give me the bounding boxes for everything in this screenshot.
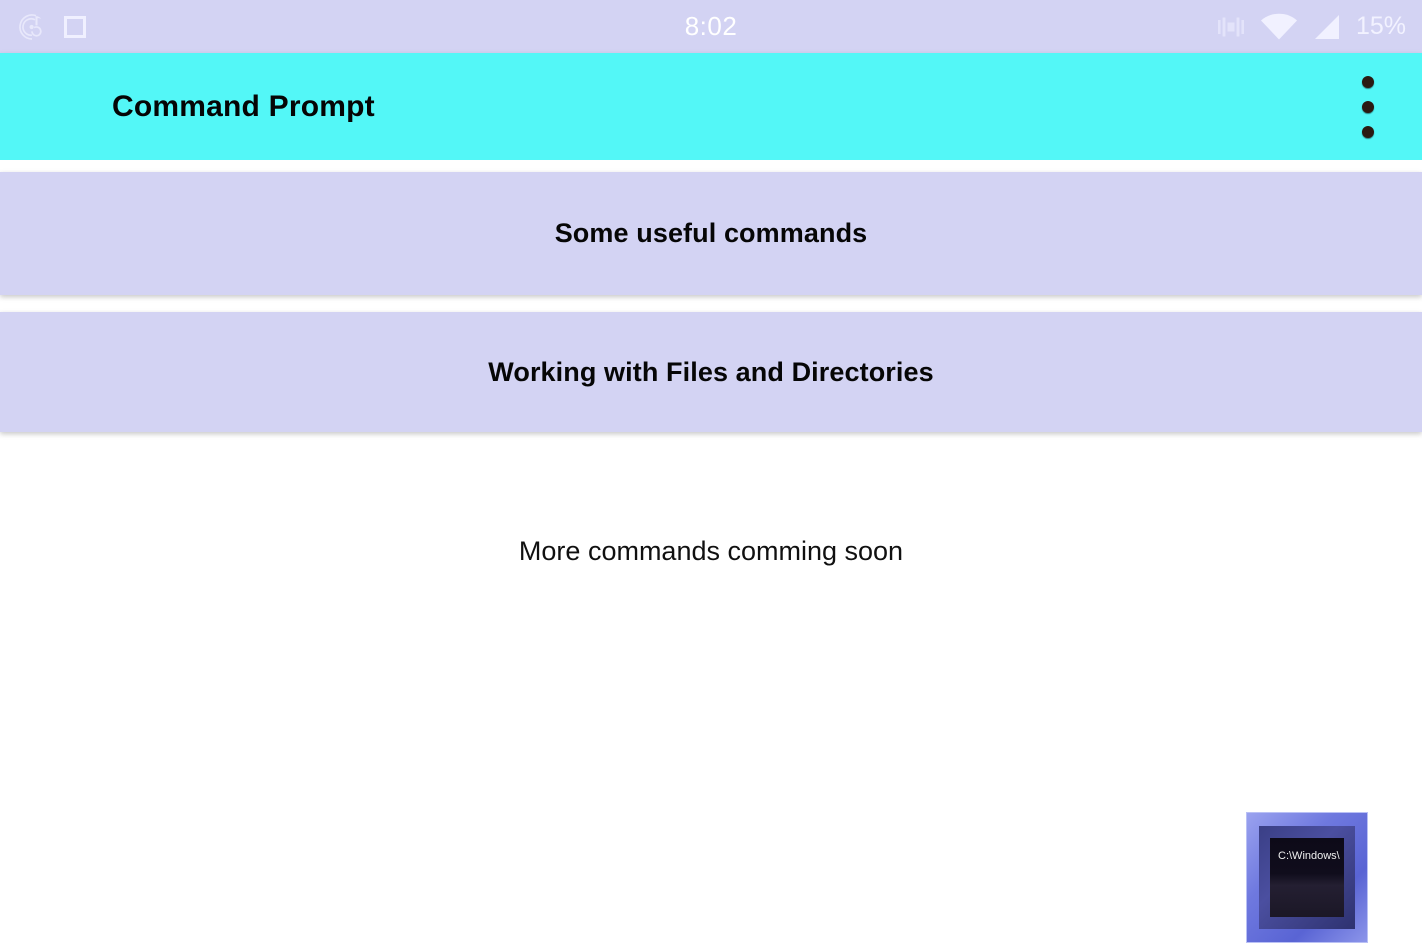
status-bar-left-icons — [18, 12, 90, 42]
category-card-label: Some useful commands — [554, 218, 868, 248]
battery-percentage-label: 15% — [1355, 12, 1406, 40]
wifi-icon — [1260, 13, 1298, 41]
page-title: Command Prompt — [112, 89, 375, 123]
category-card-files-and-directories[interactable]: Working with Files and Directories — [0, 312, 1422, 432]
category-card-useful-commands[interactable]: Some useful commands — [0, 172, 1422, 295]
music-note-vinyl-icon — [18, 12, 48, 42]
app-bar: Command Prompt — [0, 53, 1422, 160]
status-bar-right-icons: 15% — [1216, 0, 1406, 53]
category-card-label: Working with Files and Directories — [488, 356, 934, 387]
status-bar-clock: 8:02 — [684, 11, 738, 41]
more-options-icon[interactable] — [1358, 72, 1378, 142]
stop-square-icon — [60, 12, 90, 42]
vibrate-mode-icon — [1216, 13, 1246, 41]
cellular-signal-icon — [1312, 13, 1342, 41]
more-options-dot — [1362, 125, 1374, 138]
main-content: Some useful commands Working with Files … — [0, 160, 1422, 943]
more-options-dot — [1362, 100, 1374, 113]
command-prompt-icon: C:\Windows\ — [1246, 812, 1368, 943]
more-options-dot — [1362, 75, 1374, 88]
status-bar: 8:02 15% — [0, 0, 1422, 53]
command-prompt-icon-screen: C:\Windows\ — [1270, 838, 1344, 917]
coming-soon-note: More commands comming soon — [518, 536, 904, 566]
command-prompt-icon-path-text: C:\Windows\ — [1278, 850, 1340, 862]
